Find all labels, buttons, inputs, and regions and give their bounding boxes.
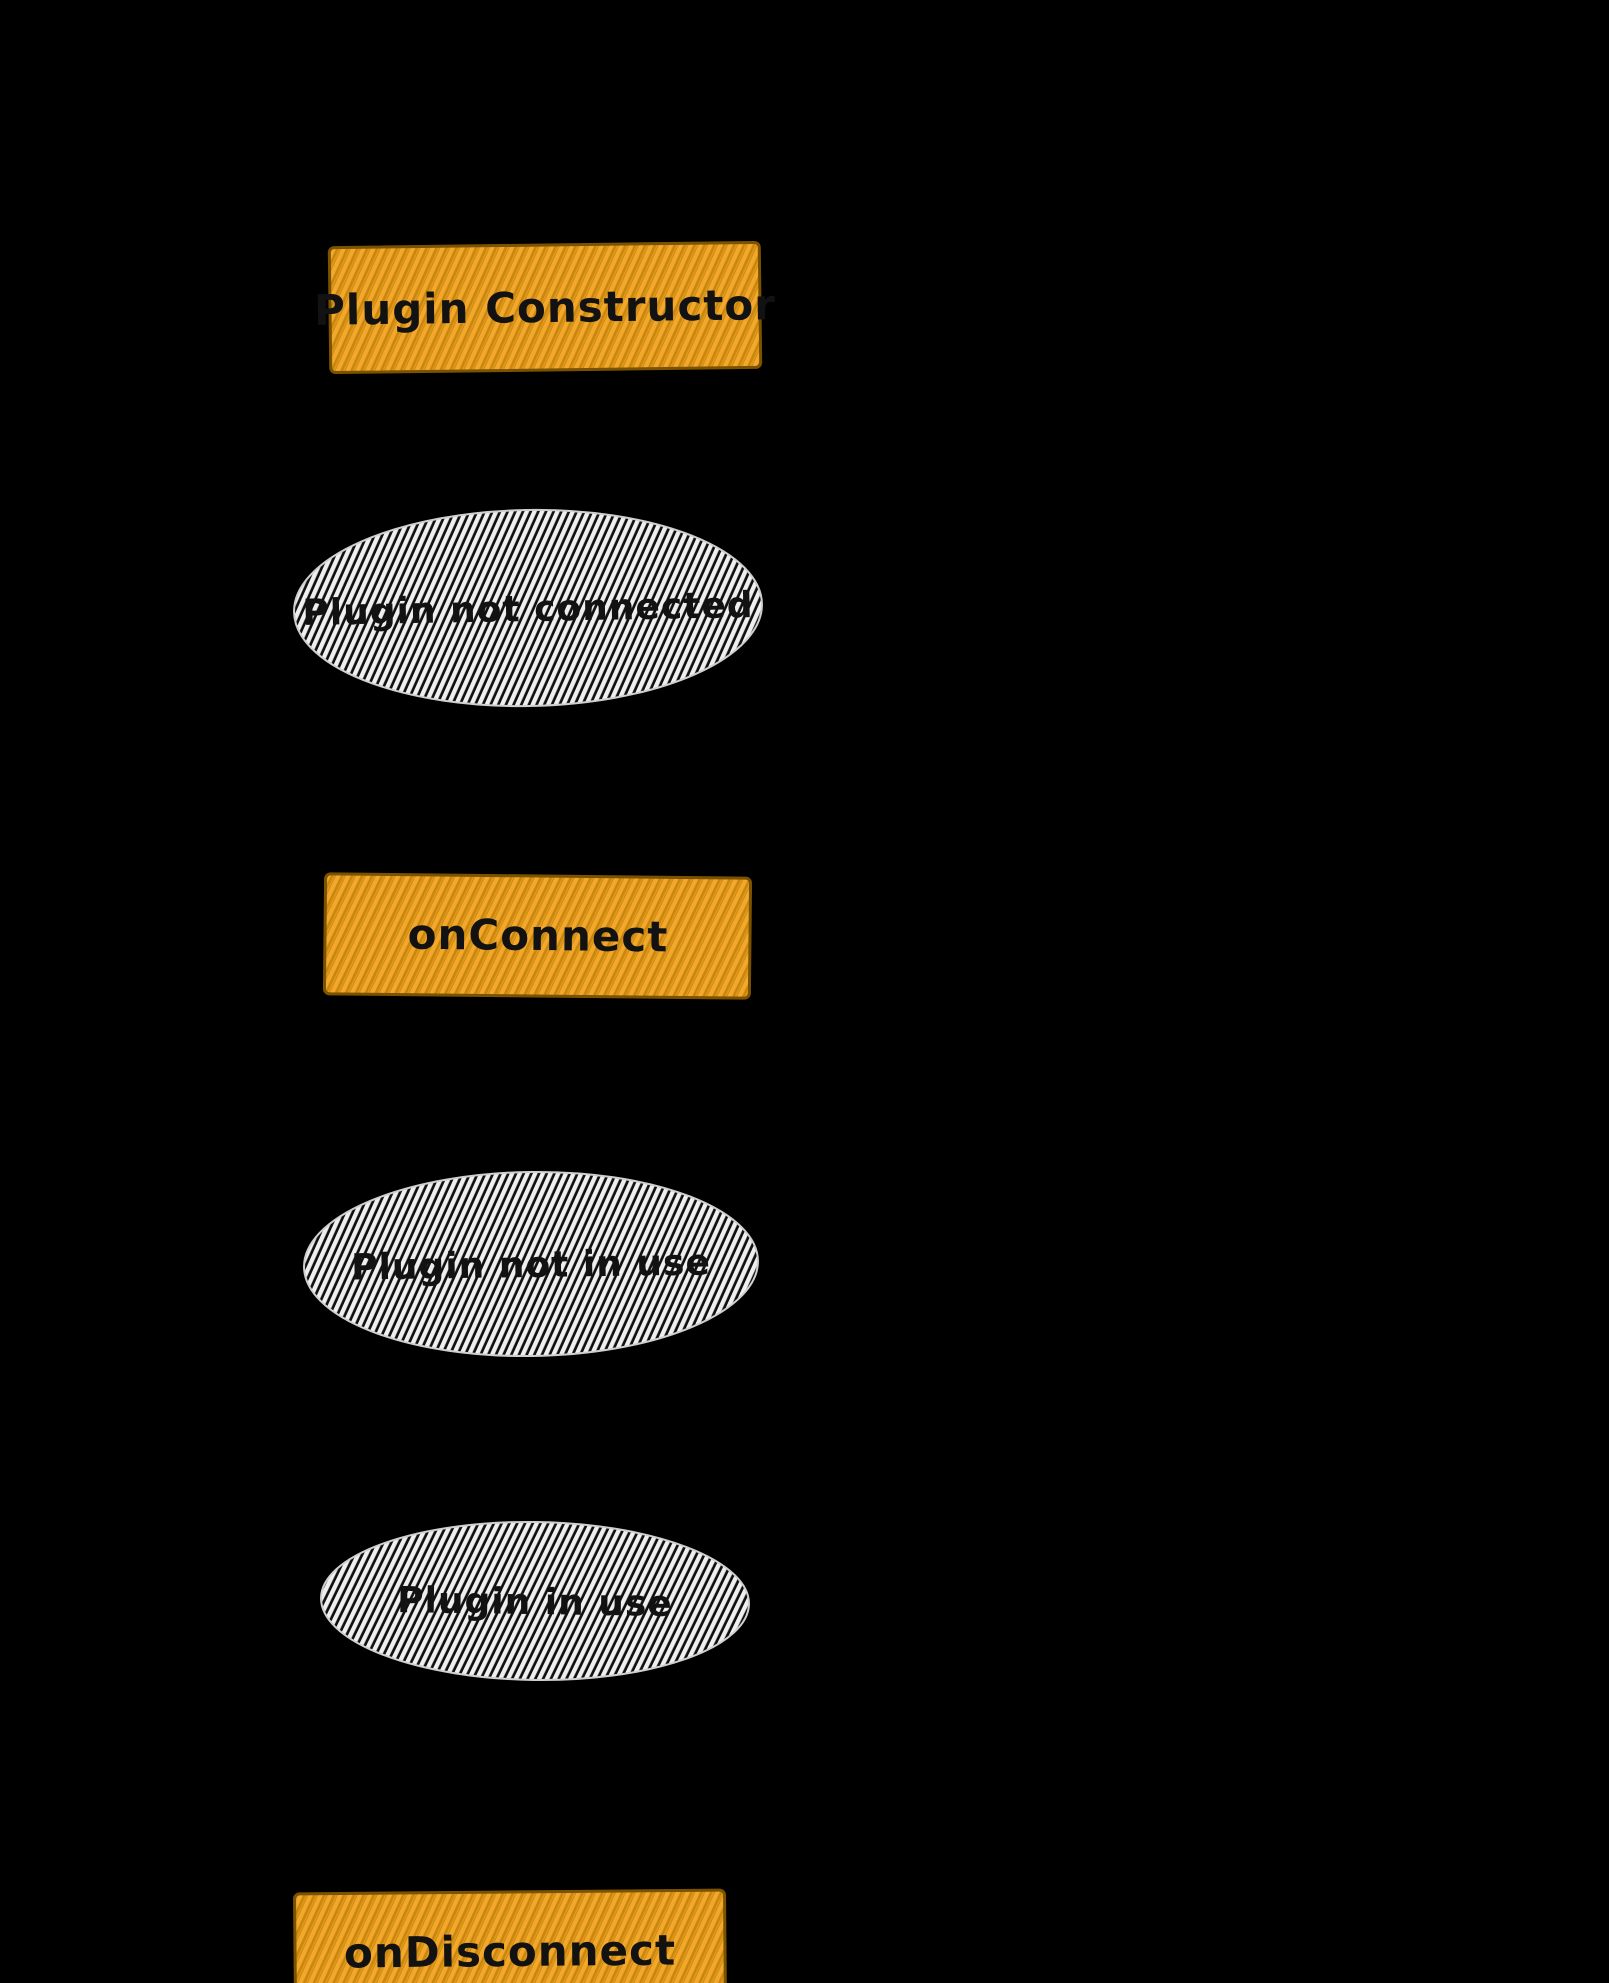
node-plugin-in-use: Plugin in use xyxy=(320,1520,750,1682)
plugin-not-connected-ellipse xyxy=(293,508,763,708)
node-on-connect: onConnect xyxy=(322,872,753,1000)
on-disconnect-box xyxy=(293,1888,728,1983)
plugin-not-connected-label: Plugin not connected xyxy=(302,585,754,634)
on-connect-box xyxy=(322,872,753,1000)
on-connect-label: onConnect xyxy=(407,910,668,962)
node-plugin-not-in-use: Plugin not in use xyxy=(303,1170,759,1358)
plugin-not-in-use-label: Plugin not in use xyxy=(351,1242,711,1288)
plugin-not-in-use-ellipse xyxy=(303,1170,759,1358)
plugin-in-use-label: Plugin in use xyxy=(397,1580,673,1625)
node-plugin-not-connected: Plugin not connected xyxy=(293,508,763,708)
plugin-constructor-box xyxy=(327,240,763,375)
on-disconnect-label: onDisconnect xyxy=(344,1926,676,1978)
plugin-in-use-ellipse xyxy=(320,1520,750,1682)
node-plugin-constructor: Plugin Constructor xyxy=(314,240,776,375)
plugin-constructor-label: Plugin Constructor xyxy=(314,280,776,335)
node-on-disconnect: onDisconnect xyxy=(293,1888,728,1983)
